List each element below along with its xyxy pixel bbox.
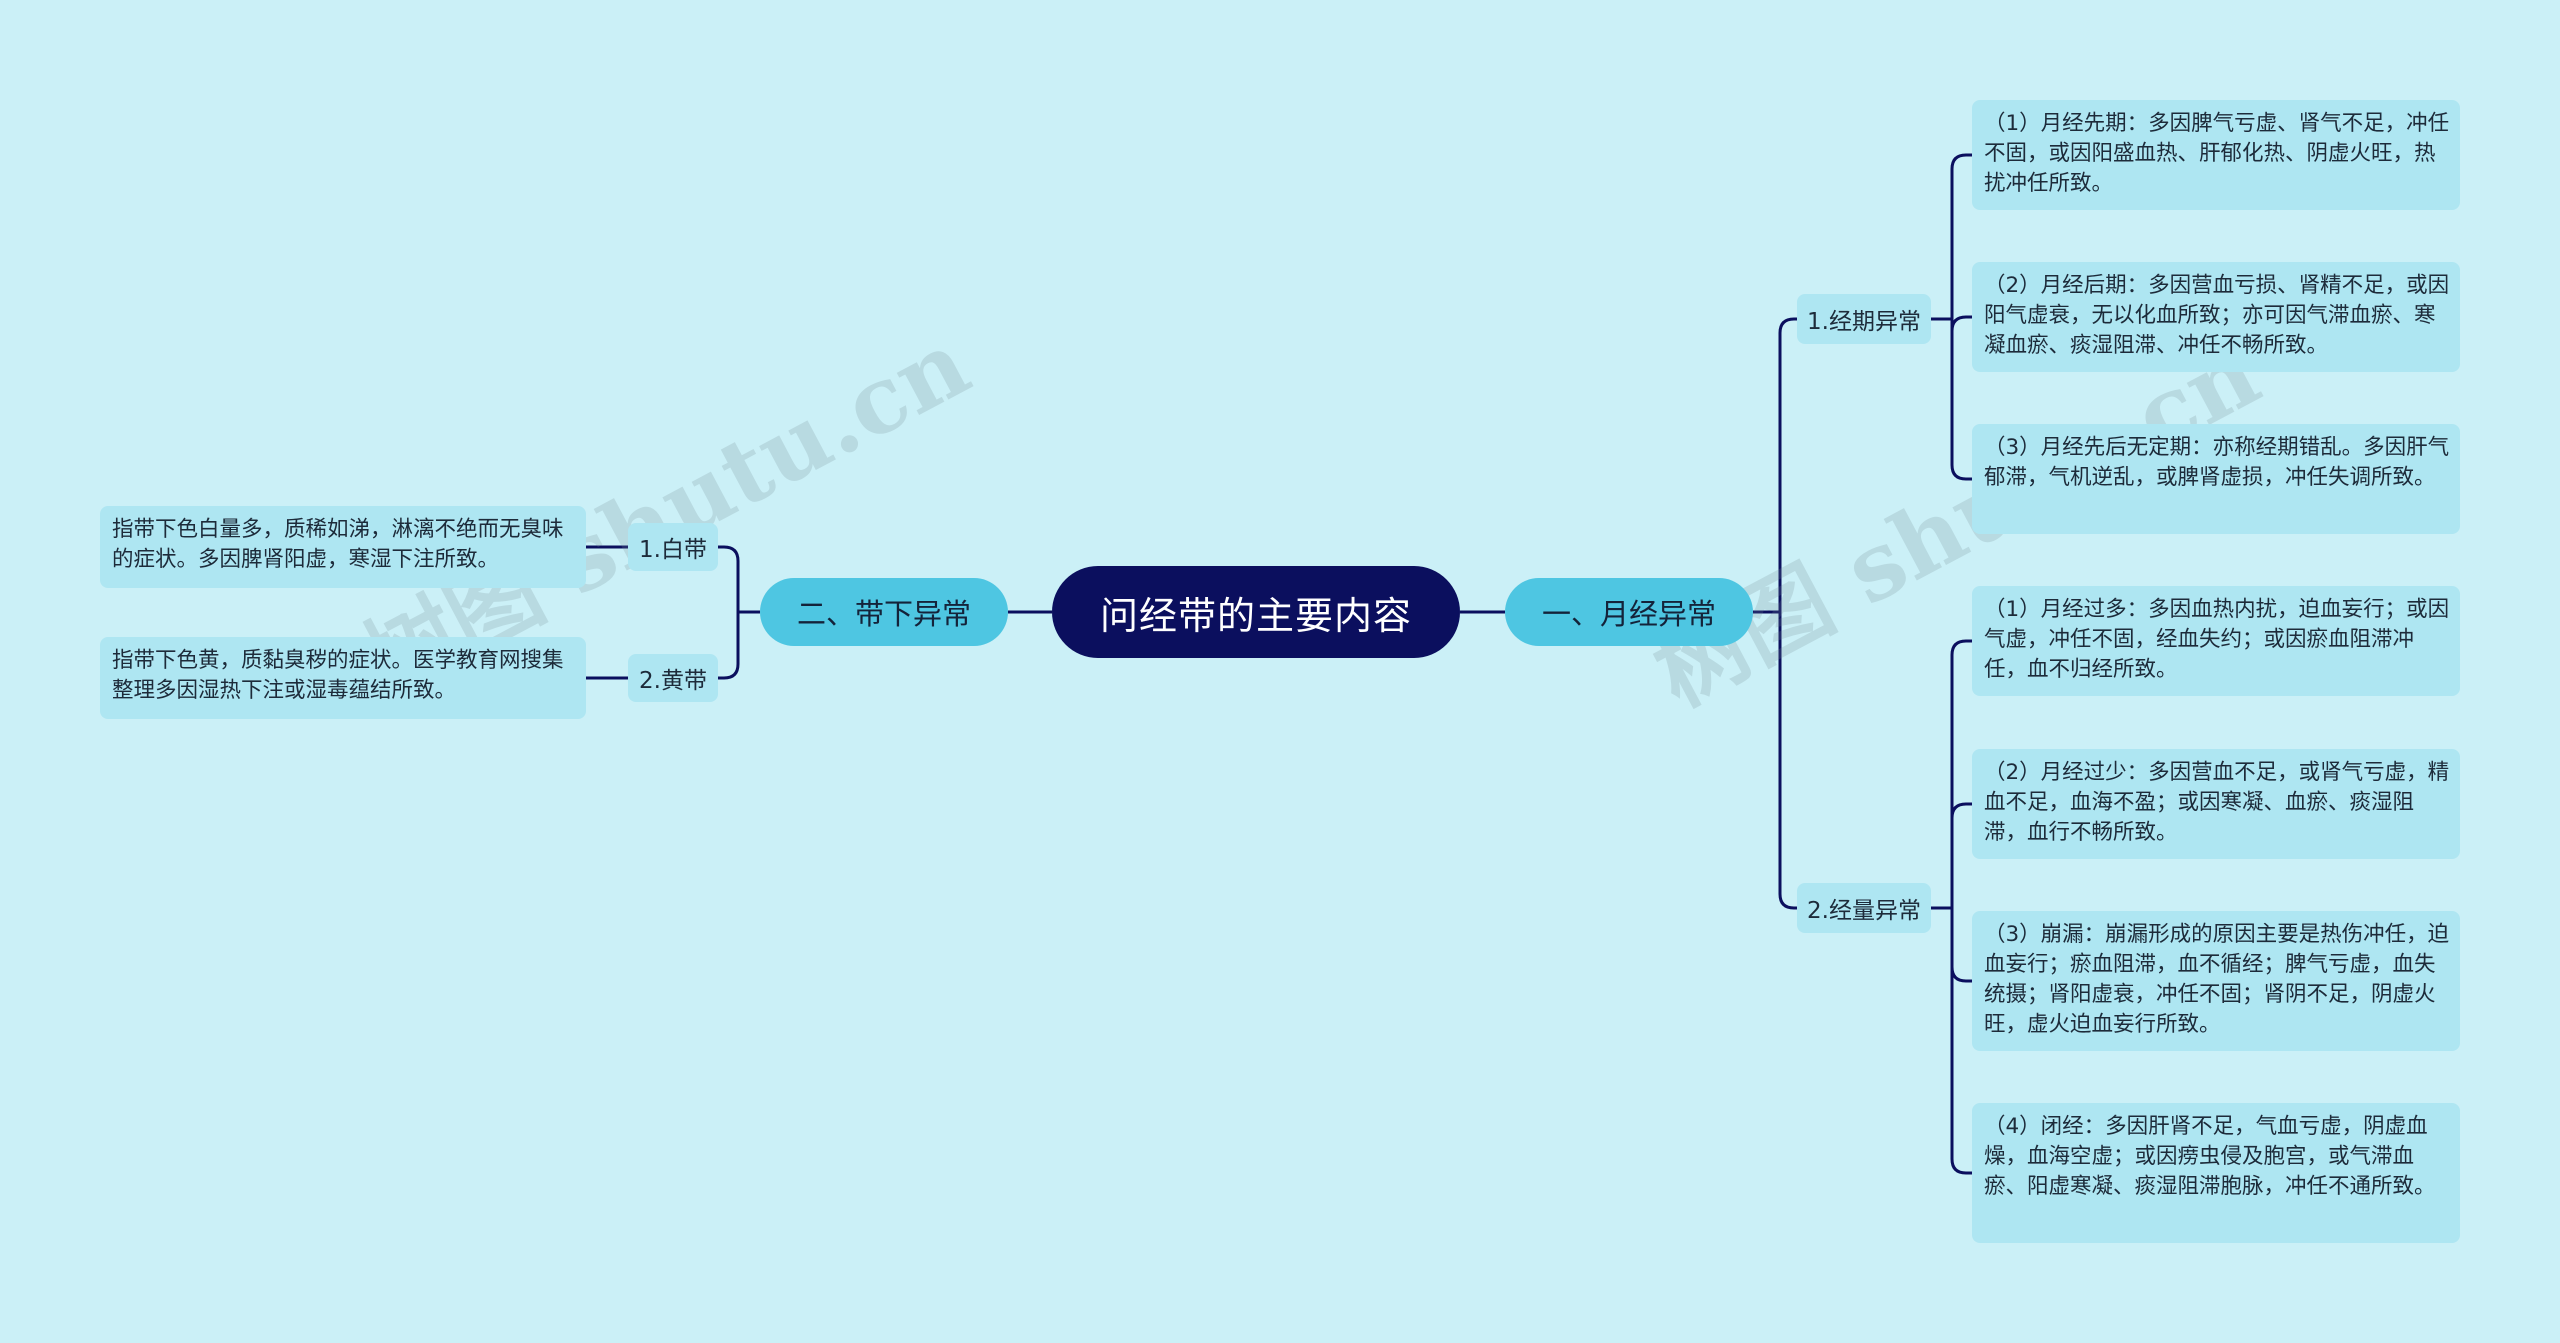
line-sub1-leaves: [1950, 319, 1972, 481]
subtopic-volume-abnormality[interactable]: 2.经量异常: [1797, 883, 1931, 933]
line-left-subs: [718, 612, 740, 680]
leaf-yellow-discharge-desc[interactable]: 指带下色黄，质黏臭秽的症状。医学教育网搜集整理多因湿热下注或湿毒蕴结所致。: [100, 637, 586, 719]
line-sub2-leaves: [1950, 802, 1972, 908]
leaf-menorrhagia[interactable]: （1）月经过多：多因血热内扰，迫血妄行；或因气虚，冲任不固，经血失约；或因瘀血阻…: [1972, 586, 2460, 696]
root-topic[interactable]: 问经带的主要内容: [1052, 566, 1460, 658]
leaf-amenorrhea[interactable]: （4）闭经：多因肝肾不足，气血亏虚，阴虚血燥，血海空虚；或因痨虫侵及胞宫，或气滞…: [1972, 1103, 2460, 1243]
line-left-subs: [718, 545, 740, 612]
branch-menstrual-abnormality[interactable]: 一、月经异常: [1505, 578, 1753, 646]
line-right-subs: [1778, 317, 1797, 612]
branch-leukorrhea-abnormality[interactable]: 二、带下异常: [760, 578, 1008, 646]
line-right-subs: [1778, 612, 1797, 910]
leaf-metrorrhagia[interactable]: （3）崩漏：崩漏形成的原因主要是热伤冲任，迫血妄行；瘀血阻滞，血不循经；脾气亏虚…: [1972, 911, 2460, 1051]
line-sub1-leaves: [1950, 315, 1972, 332]
subtopic-cycle-abnormality[interactable]: 1.经期异常: [1797, 294, 1931, 344]
subtopic-white-discharge[interactable]: 1.白带: [628, 523, 718, 571]
leaf-hypomenorrhea[interactable]: （2）月经过少：多因营血不足，或肾气亏虚，精血不足，血海不盈；或因寒凝、血瘀、痰…: [1972, 749, 2460, 859]
leaf-irregular-menstruation[interactable]: （3）月经先后无定期：亦称经期错乱。多因肝气郁滞，气机逆乱，或脾肾虚损，冲任失调…: [1972, 424, 2460, 534]
line-sub2-leaves: [1950, 639, 1972, 908]
leaf-white-discharge-desc[interactable]: 指带下色白量多，质稀如涕，淋漓不绝而无臭味的症状。多因脾肾阳虚，寒湿下注所致。: [100, 506, 586, 588]
leaf-delayed-menstruation[interactable]: （2）月经后期：多因营血亏损、肾精不足，或因阳气虚衰，无以化血所致；亦可因气滞血…: [1972, 262, 2460, 372]
line-sub2-leaves: [1950, 908, 1972, 983]
line-sub1-leaves: [1950, 153, 1972, 319]
line-sub2-leaves: [1950, 908, 1972, 1175]
leaf-early-menstruation[interactable]: （1）月经先期：多因脾气亏虚、肾气不足，冲任不固，或因阳盛血热、肝郁化热、阴虚火…: [1972, 100, 2460, 210]
subtopic-yellow-discharge[interactable]: 2.黄带: [628, 654, 718, 702]
